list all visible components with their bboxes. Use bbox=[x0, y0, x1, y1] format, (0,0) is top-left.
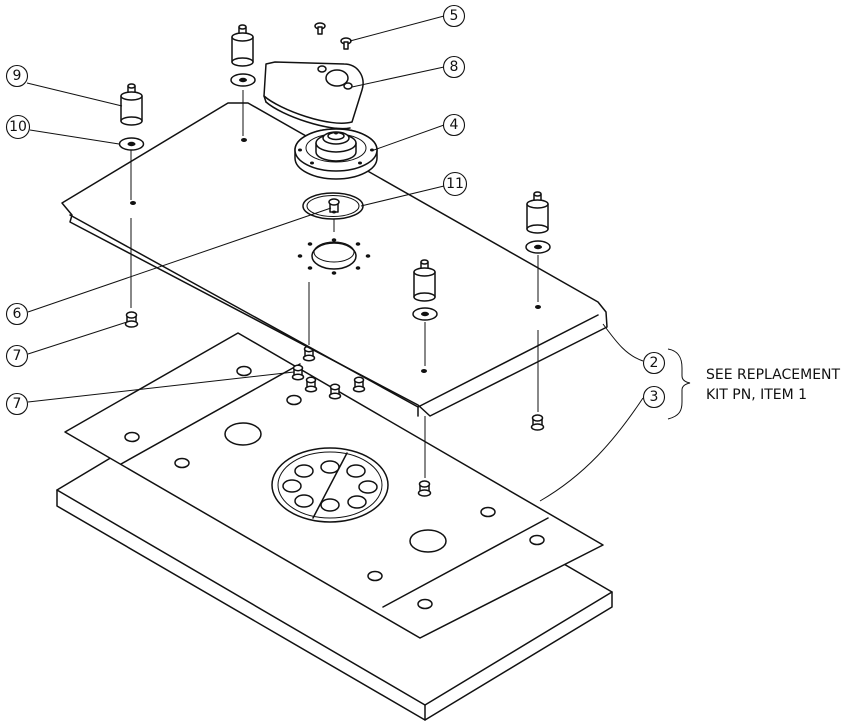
bearing-housing bbox=[294, 128, 378, 180]
balloon-3: 3 bbox=[642, 385, 666, 409]
screw-icon bbox=[291, 364, 305, 381]
screw-icon bbox=[340, 37, 352, 50]
gasket-sheet bbox=[64, 332, 604, 639]
balloon-5: 5 bbox=[442, 4, 466, 28]
washer-icon bbox=[412, 307, 438, 321]
bracket-brace bbox=[667, 348, 691, 420]
balloon-11: 11 bbox=[442, 171, 468, 197]
balloon-10: 10 bbox=[5, 114, 31, 140]
balloon-2: 2 bbox=[642, 351, 666, 375]
screw-icon bbox=[417, 480, 432, 497]
screw-icon bbox=[124, 311, 139, 328]
screw-icon bbox=[314, 22, 326, 35]
replacement-note-line1: SEE REPLACEMENT bbox=[706, 367, 841, 383]
washer-icon bbox=[230, 73, 256, 87]
standoff-set bbox=[118, 24, 551, 321]
balloon-4: 4 bbox=[442, 113, 466, 137]
svg-text:3: 3 bbox=[650, 389, 659, 405]
replacement-note-line2: KIT PN, ITEM 1 bbox=[706, 387, 807, 403]
svg-text:7: 7 bbox=[13, 348, 22, 364]
standoff-icon bbox=[120, 83, 143, 126]
screw-icon bbox=[304, 376, 318, 393]
shaft-fitting bbox=[328, 198, 340, 214]
svg-text:7: 7 bbox=[13, 396, 22, 412]
balloon-9: 9 bbox=[5, 64, 29, 88]
screw-icon bbox=[352, 376, 366, 393]
leader-lines bbox=[26, 15, 644, 502]
balloon-6: 6 bbox=[5, 302, 29, 326]
center-lines bbox=[130, 90, 539, 478]
screw-icon bbox=[328, 383, 342, 400]
balloon-7-lower: 7 bbox=[5, 392, 29, 416]
cover-plate bbox=[263, 61, 364, 130]
svg-text:10: 10 bbox=[9, 119, 27, 135]
screw-set bbox=[124, 311, 545, 497]
washer-icon bbox=[525, 240, 551, 254]
screw-set-small bbox=[314, 22, 352, 50]
svg-text:11: 11 bbox=[446, 176, 464, 192]
screw-icon bbox=[530, 414, 545, 431]
standoff-icon bbox=[526, 191, 549, 234]
balloon-7-upper: 7 bbox=[5, 344, 29, 368]
balloon-8: 8 bbox=[442, 55, 466, 79]
standoff-icon bbox=[231, 24, 254, 67]
washer-icon bbox=[118, 137, 145, 151]
svg-text:2: 2 bbox=[650, 355, 659, 371]
svg-text:6: 6 bbox=[13, 306, 22, 322]
svg-text:5: 5 bbox=[450, 8, 459, 24]
svg-text:8: 8 bbox=[450, 59, 459, 75]
standoff-icon bbox=[413, 259, 436, 302]
svg-text:9: 9 bbox=[13, 68, 22, 84]
svg-text:4: 4 bbox=[450, 117, 459, 133]
balloon-callouts: 5 8 9 10 4 11 6 7 bbox=[5, 4, 666, 416]
